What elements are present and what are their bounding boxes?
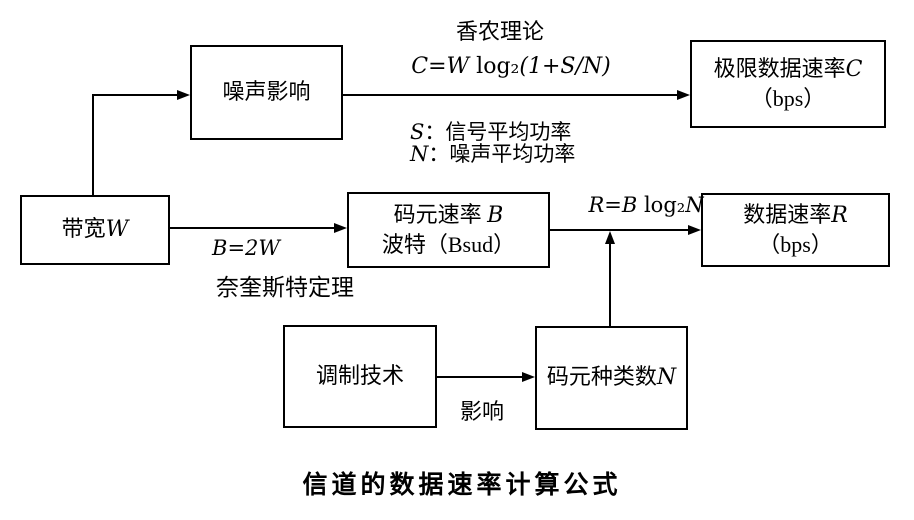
noise-influence-box: 噪声影响 bbox=[190, 45, 343, 140]
connector-bandwidth-to-symbolrate-line bbox=[170, 227, 335, 229]
influence-label: 影响 bbox=[459, 399, 505, 424]
connector-noise-to-limit-line bbox=[343, 94, 679, 96]
arrowhead-into-symboltypes-box bbox=[522, 372, 535, 382]
noise-influence-label: 噪声影响 bbox=[222, 79, 311, 105]
arrowhead-into-rate-arrow bbox=[605, 231, 615, 244]
limit-data-rate-box: 极限数据速率C （bps） bbox=[690, 40, 886, 128]
nyquist-formula: B=2W bbox=[212, 236, 280, 260]
data-rate-label: 数据速率R bbox=[743, 201, 848, 228]
shannon-formula: C=W log₂(1+S/N) bbox=[411, 54, 611, 79]
limit-rate-variable-c: C bbox=[845, 56, 863, 82]
arrowhead-into-symbolrate-box bbox=[334, 223, 347, 233]
arrowhead-into-limit-box bbox=[677, 90, 690, 100]
connector-symboltypes-up-line bbox=[609, 241, 611, 327]
connector-bandwidth-to-noise-line bbox=[92, 94, 179, 96]
arrowhead-into-datarate-box bbox=[688, 225, 701, 235]
nyquist-theorem-label: 奈奎斯特定理 bbox=[216, 275, 354, 300]
limit-data-rate-label: 极限数据速率C bbox=[713, 55, 863, 82]
bandwidth-variable-w: W bbox=[105, 217, 129, 243]
shannon-theory-title: 香农理论 bbox=[455, 19, 545, 44]
data-rate-unit: （bps） bbox=[758, 231, 833, 257]
symbol-rate-unit: 波特（Bsud） bbox=[381, 231, 516, 257]
data-rate-box: 数据速率R （bps） bbox=[701, 193, 890, 267]
connector-bandwidth-up-line bbox=[92, 95, 94, 195]
connector-modulation-to-symboltypes-line bbox=[437, 376, 524, 378]
signal-power-legend: S：信号平均功率 bbox=[410, 120, 572, 144]
bandwidth-box: 带宽W bbox=[20, 195, 170, 265]
arrowhead-into-noise-box bbox=[177, 90, 190, 100]
symbol-types-box: 码元种类数N bbox=[535, 326, 688, 430]
symbol-rate-variable-b: B bbox=[487, 202, 504, 228]
modulation-box: 调制技术 bbox=[283, 325, 437, 428]
symbol-types-variable-n: N bbox=[656, 365, 677, 391]
symbol-rate-box: 码元速率 B 波特（Bsud） bbox=[347, 192, 550, 268]
limit-data-rate-unit: （bps） bbox=[750, 85, 826, 111]
noise-power-legend: N：噪声平均功率 bbox=[410, 142, 576, 166]
symbol-rate-label: 码元速率 B bbox=[393, 201, 504, 228]
rate-formula: R=B log₂N bbox=[588, 193, 704, 217]
symbol-types-label: 码元种类数N bbox=[546, 364, 677, 391]
modulation-label: 调制技术 bbox=[315, 363, 404, 389]
data-rate-variable-r: R bbox=[831, 202, 848, 228]
diagram-caption: 信道的数据速率计算公式 bbox=[302, 471, 622, 499]
connector-symbolrate-to-datarate-line bbox=[550, 229, 690, 231]
bandwidth-label: 带宽W bbox=[61, 216, 129, 243]
